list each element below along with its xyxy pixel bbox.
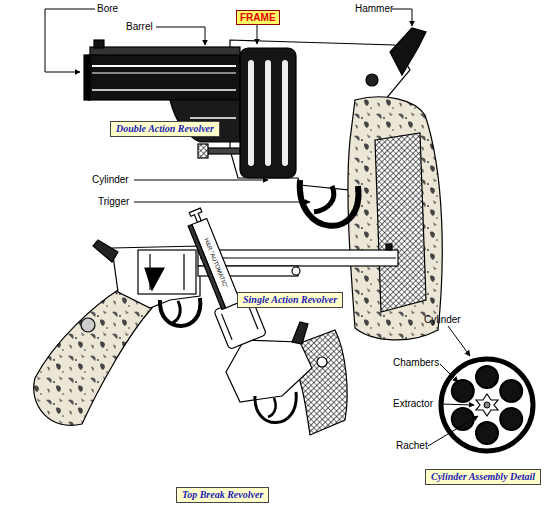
part-label: Bore: [97, 3, 118, 15]
ratchet-center: [484, 402, 490, 408]
revolver-hammer: [292, 322, 308, 344]
grip-medallion: [317, 357, 327, 367]
revolver-hammer: [93, 240, 118, 262]
engraved-text: H&R "AUTOMATIC": [203, 237, 229, 289]
loading-gate: [145, 268, 164, 290]
part-label: Rachet: [396, 440, 428, 452]
leader-line: [156, 27, 205, 45]
barrel-line: [200, 258, 396, 259]
revolver-trigger: [172, 301, 180, 323]
leader-line: [428, 416, 478, 446]
node-text: Cylinder Assembly Detail: [431, 471, 535, 483]
top-break-revolver: [176, 203, 347, 435]
leader-line: [134, 180, 268, 181]
leader-line: [257, 25, 258, 44]
revolver-cylinder: [138, 250, 196, 294]
trigger-guard: [160, 298, 200, 326]
shroud-highlight: [190, 117, 236, 119]
chamber: [476, 366, 498, 388]
part-label: Hammer: [355, 3, 393, 15]
revolver-cylinder: [240, 48, 296, 178]
barrel-highlight: [92, 89, 236, 91]
extractor-star: [189, 208, 205, 224]
ejector-knob: [198, 144, 208, 158]
checkered-panel: [375, 133, 426, 312]
trigger-guard: [300, 180, 359, 226]
node-text: Double Action Revolver: [116, 123, 214, 135]
cylinder-flute: [265, 60, 271, 166]
leader-line: [440, 404, 474, 405]
leader-lines: [45, 9, 478, 446]
revolver-grip: [348, 97, 442, 340]
leader-line: [134, 202, 310, 203]
cylinder-flute: [183, 254, 184, 290]
trigger-guard: [255, 392, 296, 423]
chamber: [500, 380, 522, 402]
tilted-barrel: [176, 203, 266, 350]
cylinder-flute: [222, 314, 232, 340]
chamber: [476, 422, 498, 444]
chamber: [452, 380, 474, 402]
part-label: Cylinder: [424, 314, 461, 326]
caption-box: Single Action Revolver: [237, 292, 343, 308]
extractor-star: [476, 394, 498, 416]
revolver-barrel: [198, 250, 398, 266]
front-sight: [386, 244, 392, 250]
node-text: FRAME: [240, 11, 276, 24]
cylinder-flute: [282, 60, 288, 166]
barrel-highlight: [92, 73, 236, 74]
leader-line: [440, 364, 458, 382]
cylinder-flute: [248, 60, 254, 166]
front-sight: [94, 40, 104, 48]
node-text: Single Action Revolver: [243, 294, 337, 306]
muzzle: [84, 55, 90, 100]
chamber: [500, 408, 522, 430]
caption-box: Top Break Revolver: [176, 487, 269, 503]
part-label: Trigger: [98, 196, 129, 208]
revolver-trigger: [268, 398, 276, 417]
leader-line: [448, 326, 470, 356]
chamber: [452, 408, 474, 430]
caption-box: Cylinder Assembly Detail: [425, 469, 541, 485]
part-label: Cylinder: [92, 174, 129, 186]
ejector-rod: [205, 148, 240, 154]
revolver-hammer: [390, 28, 426, 75]
revolver-grip: [34, 290, 152, 425]
part-label: Barrel: [126, 21, 153, 33]
caption-box: Double Action Revolver: [110, 121, 220, 137]
part-label: Extractor: [393, 398, 433, 410]
grip-medallion: [81, 318, 95, 332]
frame-tag: FRAME: [236, 10, 280, 25]
cylinder-detail: [441, 359, 533, 451]
cylinder-face: [441, 359, 533, 451]
double-action-revolver: [84, 28, 442, 340]
ejector-knob: [292, 267, 300, 275]
cylinder-release: [366, 74, 378, 86]
revolver-frame: [112, 246, 200, 308]
leader-line: [45, 9, 95, 72]
node-text: Top Break Revolver: [182, 489, 263, 501]
barrel-highlight: [92, 65, 236, 67]
part-label: Chambers: [393, 357, 439, 369]
revolver-frame: [226, 340, 312, 402]
leader-line: [392, 9, 412, 26]
revolver-barrel: [88, 55, 240, 100]
revolver-trigger: [314, 186, 334, 212]
